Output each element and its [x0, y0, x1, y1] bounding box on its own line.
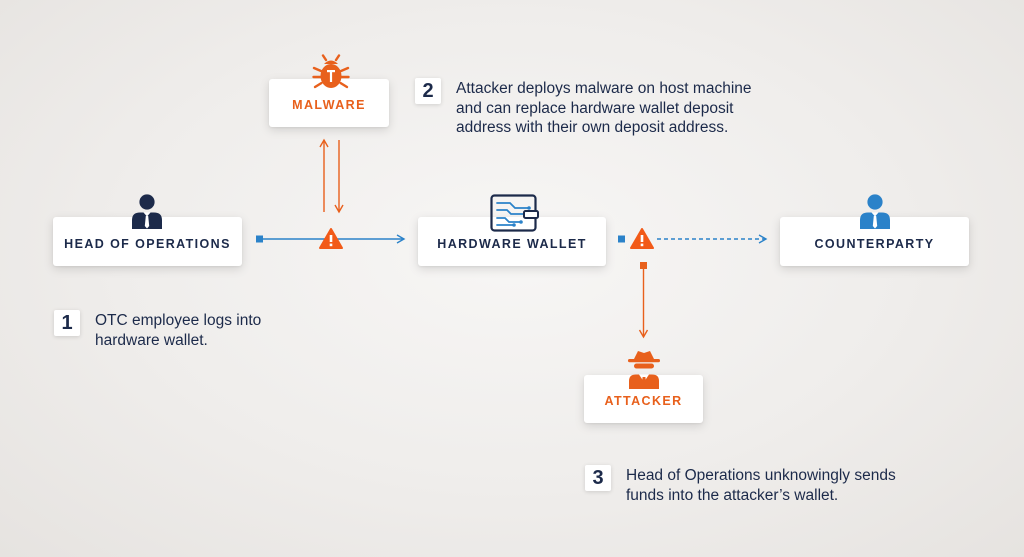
node-label: MALWARE	[292, 98, 366, 112]
warning-icon	[319, 228, 343, 249]
step-number: 1	[54, 310, 80, 336]
person-icon	[860, 194, 890, 229]
step-2: 2 Attacker deploys malware on host machi…	[415, 78, 752, 138]
node-label: ATTACKER	[604, 394, 683, 408]
node-label: COUNTERPARTY	[814, 236, 935, 251]
circuit-chip-icon	[490, 194, 539, 232]
node-label: HEAD OF OPERATIONS	[64, 236, 231, 251]
bug-icon	[312, 54, 350, 89]
step-number: 3	[585, 465, 611, 491]
connector-start-square	[256, 235, 263, 243]
step-3: 3 Head of Operations unknowingly sends f…	[585, 465, 896, 505]
step-description: Head of Operations unknowingly sends fun…	[626, 467, 896, 504]
step-number: 2	[415, 78, 441, 104]
step-description: Attacker deploys malware on host machine…	[456, 80, 752, 136]
head-of-operations-node: HEAD OF OPERATIONS	[53, 217, 242, 266]
spy-icon	[628, 351, 660, 389]
wallet-connector-square	[618, 235, 625, 243]
warning-icon	[630, 228, 654, 249]
diversion-square	[640, 262, 647, 269]
step-1: 1 OTC employee logs into hardware wallet…	[54, 310, 262, 350]
person-icon	[132, 194, 162, 229]
node-label: HARDWARE WALLET	[437, 236, 587, 251]
step-description: OTC employee logs into hardware wallet.	[95, 312, 262, 349]
